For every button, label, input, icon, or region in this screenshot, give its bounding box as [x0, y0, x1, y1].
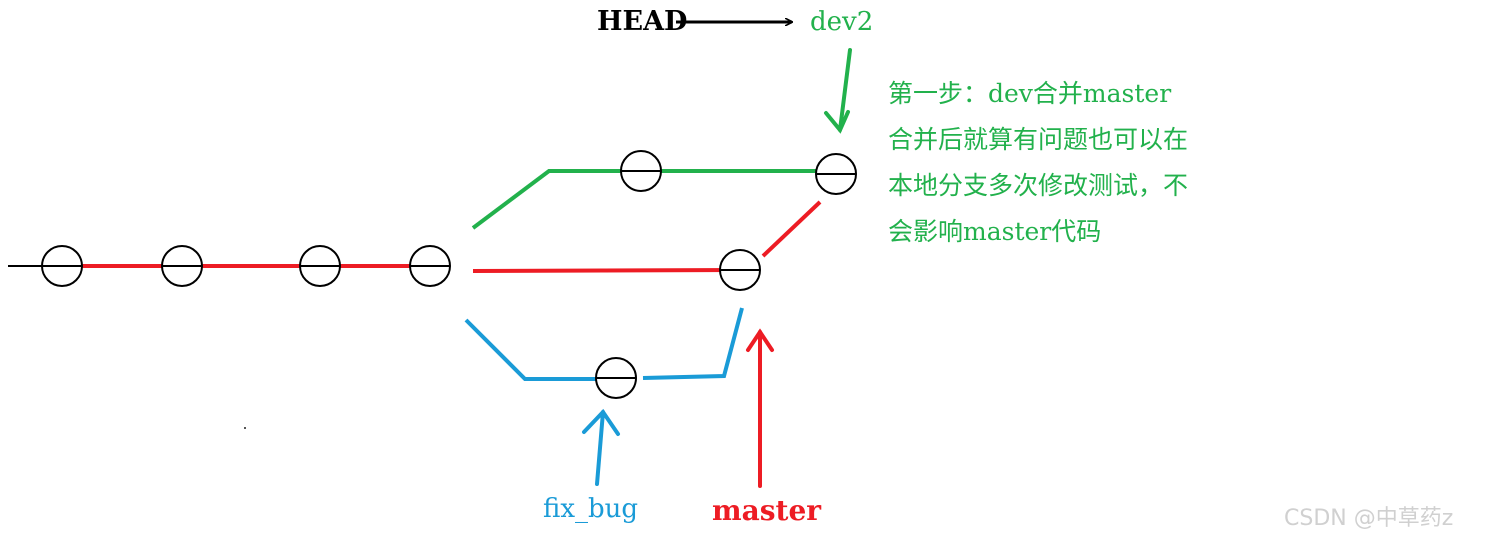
- fix-bug-branch-label: fix_bug: [543, 494, 639, 524]
- note-title: 第一步：dev合并master: [888, 79, 1172, 108]
- dev2-head-commit-node: [815, 153, 857, 195]
- master-merge-commit-node: [719, 249, 761, 291]
- dev2-branch-label: dev2: [810, 7, 874, 37]
- merge-note: 第一步：dev合并master 合并后就算有问题也可以在 本地分支多次修改测试，…: [888, 74, 1188, 258]
- watermark: CSDN @中草药z: [1284, 506, 1454, 531]
- master-branch-label: master: [712, 494, 822, 527]
- fix-bug-commit-node: [595, 357, 637, 399]
- stray-dot: [244, 427, 246, 429]
- note-line: 合并后就算有问题也可以在: [888, 125, 1189, 154]
- commit-node: [41, 245, 83, 287]
- head-label: HEAD: [597, 6, 688, 37]
- commit-node: [299, 245, 341, 287]
- note-line: 本地分支多次修改测试，不: [888, 171, 1189, 200]
- master-branch-line: [472, 268, 741, 273]
- dev2-branch-line: [471, 169, 836, 230]
- dev2-commit-node: [620, 150, 662, 192]
- merge-line-master-to-dev2: [761, 200, 822, 258]
- master-pointer-arrow: [746, 328, 774, 488]
- commit-node: [409, 245, 451, 287]
- fix-bug-pointer-arrow: [582, 408, 620, 486]
- merge-line-fix-bug-to-master: [642, 307, 744, 380]
- commit-node: [161, 245, 203, 287]
- note-line: 会影响master代码: [888, 217, 1102, 246]
- fix-bug-branch-line: [464, 318, 616, 381]
- dev2-pointer-arrow: [824, 48, 852, 134]
